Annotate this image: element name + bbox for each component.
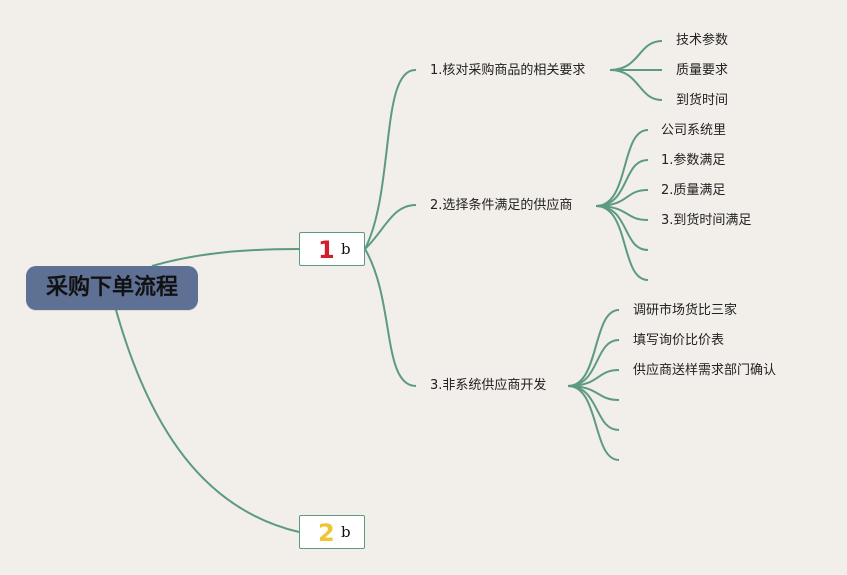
link-branch3-leaf-6 [567,385,620,461]
link-branch1-leaf-3 [609,69,663,101]
link-sub1-to-branch-1 [364,68,417,250]
link-sub1-to-branch-2 [364,204,417,250]
branch-1-leaf-1[interactable]: 技术参数 [676,33,729,48]
root-topic-label: 采购下单流程 [45,275,178,300]
link-branch2-leaf-6 [595,205,649,281]
branch-3-leaf-2[interactable]: 填写询价比价表 [633,333,725,348]
branch-1-leaf-2[interactable]: 质量要求 [676,63,729,78]
root-topic[interactable]: 采购下单流程 [26,266,198,310]
link-branch2-leaf-5 [595,205,649,251]
subtopic-2-badge: 2 [318,519,335,547]
branch-2-leaf-3[interactable]: 2.质量满足 [661,183,726,198]
branch-3-leaf-3[interactable]: 供应商送样需求部门确认 [633,363,777,378]
link-root-to-subtopic-1 [151,248,300,267]
link-branch2-leaf-2 [595,159,649,207]
branch-2-label[interactable]: 2.选择条件满足的供应商 [430,198,573,213]
link-branch1-leaf-1 [609,40,663,71]
link-branch3-leaf-1 [567,309,620,387]
branch-2-leaf-1[interactable]: 公司系统里 [661,123,727,138]
subtopic-1-badge: 1 [318,236,335,264]
subtopic-2[interactable]: 2 b [299,515,365,549]
branch-3-label[interactable]: 3.非系统供应商开发 [430,378,547,393]
branch-2-leaf-4[interactable]: 3.到货时间满足 [661,213,752,228]
branch-3-leaf-1[interactable]: 调研市场货比三家 [633,303,738,318]
link-branch3-leaf-5 [567,385,620,431]
branch-2-leaf-2[interactable]: 1.参数满足 [661,153,726,168]
link-sub1-to-branch-3 [364,248,417,387]
link-root-to-subtopic-2 [115,309,300,533]
subtopic-2-label: b [341,523,351,541]
branch-1-leaf-3[interactable]: 到货时间 [676,93,729,108]
subtopic-1[interactable]: 1 b [299,232,365,266]
subtopic-1-label: b [341,240,351,258]
link-branch3-leaf-2 [567,339,620,387]
branch-1-label[interactable]: 1.核对采购商品的相关要求 [430,63,586,78]
link-branch2-leaf-1 [595,129,649,207]
